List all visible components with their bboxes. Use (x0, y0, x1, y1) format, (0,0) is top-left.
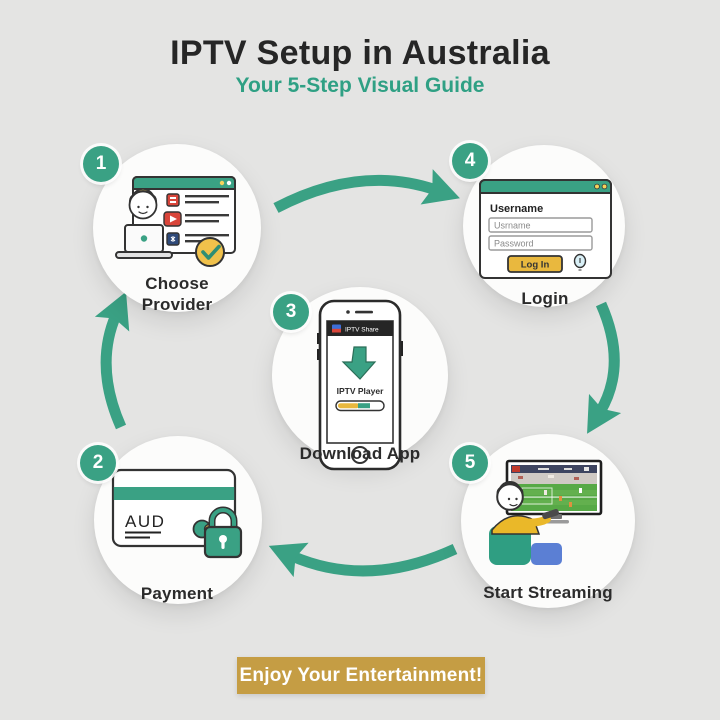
channel-logo-icon (166, 193, 180, 207)
window-dot-icon (226, 180, 232, 186)
chair (489, 526, 531, 565)
log-in-button-label: Log In (521, 260, 550, 271)
step-badge-4: 4 (452, 143, 488, 179)
banner-text: Enjoy Your Entertainment! (239, 664, 483, 686)
arrow-top-icon (273, 169, 460, 213)
home-button (351, 446, 369, 464)
currency-label: AUD (125, 512, 165, 531)
download-arrow-icon (341, 346, 377, 380)
step-badge-1: 1 (83, 146, 119, 182)
hair (496, 481, 524, 498)
payment-illustration: AUD (111, 468, 243, 559)
progress-bar (335, 400, 385, 412)
username-label: Username (490, 203, 543, 215)
login-illustration: Username Usrname Password Log In (479, 179, 612, 279)
page-subtitle: Your 5-Step Visual Guide (235, 74, 485, 97)
legs (531, 543, 562, 565)
step-badge-2: 2 (80, 445, 116, 481)
laptop-base (115, 251, 173, 259)
username-field (488, 217, 593, 233)
remote-icon (542, 509, 559, 520)
banner: Enjoy Your Entertainment! (237, 657, 485, 694)
arrow-left-icon (94, 291, 130, 430)
arrow-bottom-icon (268, 542, 458, 578)
bulb-icon (573, 253, 587, 271)
log-in-button (507, 255, 563, 273)
step-label-start-streaming: Start Streaming (483, 583, 613, 602)
password-field (488, 235, 593, 251)
window-dot-icon (594, 183, 600, 190)
choose-provider-illustration (115, 176, 236, 267)
app-header-bar (327, 321, 393, 336)
step-label-login: Login (521, 289, 569, 308)
app-header-label: IPTV Share (345, 327, 379, 334)
check-icon (195, 237, 225, 267)
page-title: IPTV Setup in Australia (170, 34, 550, 72)
arrow-right-icon (587, 301, 622, 434)
phone-screen (326, 320, 394, 444)
password-field-value: Password (494, 239, 534, 249)
person-watching (489, 481, 562, 565)
step-label-payment: Payment (140, 584, 214, 603)
step-label-download-app: Download App (299, 444, 421, 463)
username-field-value: Usrname (494, 221, 531, 231)
lock-icon (203, 506, 243, 559)
window-dot-icon (601, 183, 608, 190)
arm (518, 515, 551, 527)
live-badge-icon (512, 466, 520, 472)
download-app-illustration: IPTV Share IPTV Player (317, 299, 403, 471)
tv-screen (505, 459, 603, 516)
app-name-label: IPTV Player (337, 386, 384, 396)
step-badge-5: 5 (452, 445, 488, 481)
app-logo-icon (332, 324, 341, 333)
window-dot-icon (219, 180, 225, 186)
person-at-laptop (115, 188, 173, 259)
start-streaming-illustration (489, 459, 603, 565)
step-label-choose-provider: Choose Provider (141, 274, 213, 314)
step-badge-3: 3 (273, 294, 309, 330)
